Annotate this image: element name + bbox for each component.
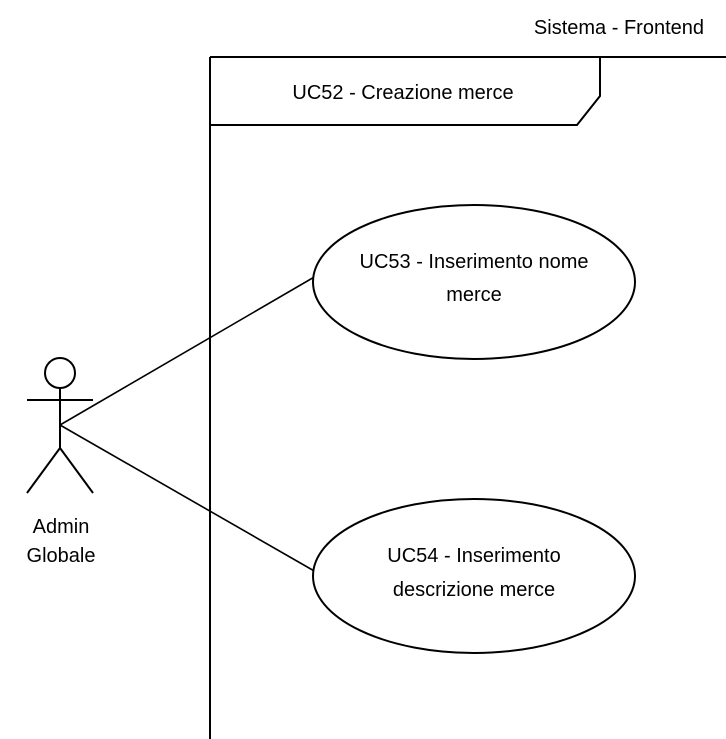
actor-name-line2: Globale	[27, 545, 96, 567]
association-uc54	[59, 424, 317, 573]
use-case-ellipse	[312, 204, 636, 360]
use-case-ellipse	[312, 498, 636, 654]
system-title: Sistema - Frontend	[534, 17, 704, 39]
use-case-uc54[interactable]: UC54 - Inserimento descrizione merce	[312, 498, 636, 654]
frame-label: UC52 - Creazione merce	[292, 82, 513, 104]
association-uc53	[59, 275, 317, 426]
frame-label-box	[210, 57, 601, 126]
use-case-uc53[interactable]: UC53 - Inserimento nome merce	[312, 204, 636, 360]
actor-head-icon	[44, 357, 76, 389]
use-case-label-line1: UC53 - Inserimento nome	[360, 251, 589, 273]
use-case-label-line1: UC54 - Inserimento	[387, 545, 560, 567]
use-case-label-line2: descrizione merce	[393, 579, 555, 601]
system-frame	[209, 56, 726, 739]
use-case-label-line2: merce	[446, 284, 502, 306]
actor-right-leg	[59, 447, 94, 494]
actor-admin-globale[interactable]	[26, 357, 94, 494]
actor-name-line1: Admin	[33, 516, 90, 538]
actor-left-leg	[26, 447, 61, 494]
